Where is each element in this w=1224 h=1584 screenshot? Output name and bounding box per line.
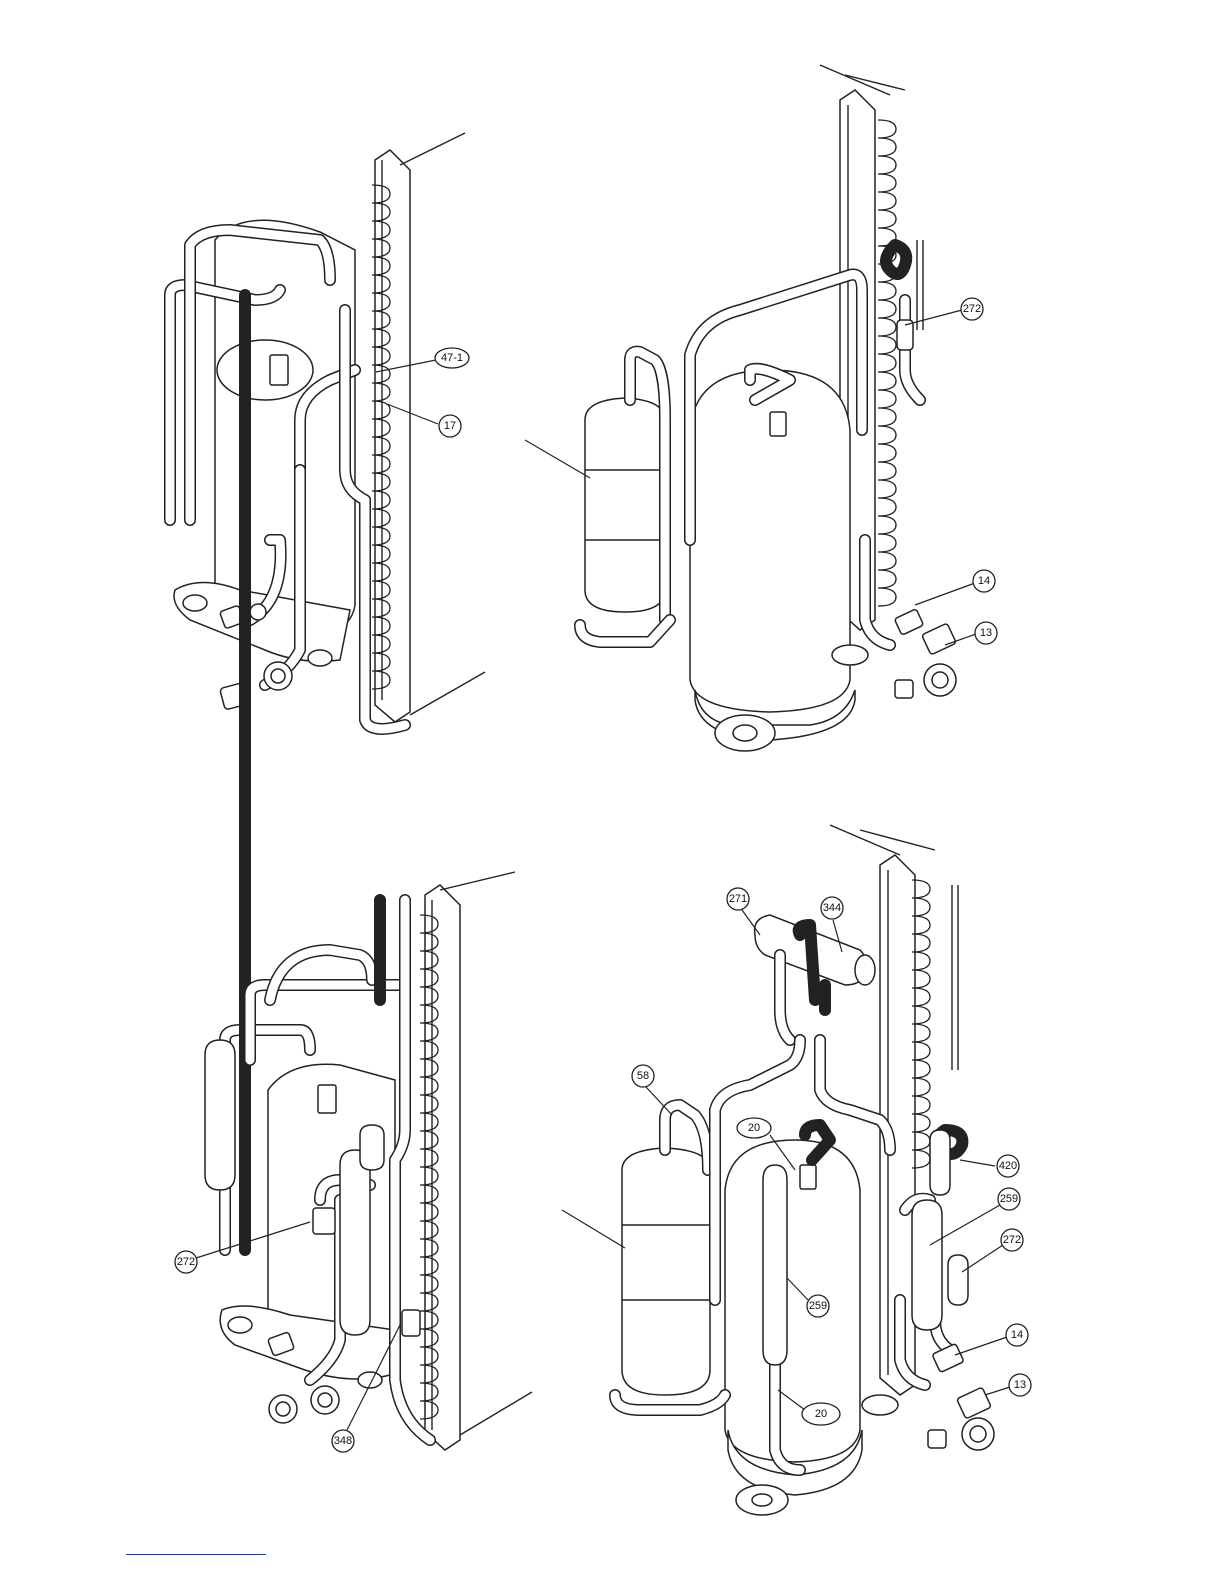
callout-label: 58 [637,1070,649,1082]
coil-return-bends [878,120,896,606]
callout-label: 348 [334,1435,352,1447]
figure-bottom-right: 271 344 58 20 420 259 272 259 14 [562,825,1031,1515]
callout-label: 271 [729,893,747,905]
callout-label: 272 [1003,1234,1021,1246]
callout-label: 20 [748,1122,760,1134]
compressor [690,370,868,751]
callout-label: 272 [963,303,981,315]
callout-label: 13 [1014,1379,1026,1391]
service-valves [928,1343,994,1450]
callout-label: 20 [815,1408,827,1420]
heat-exchanger-panel [420,872,532,1450]
callout-label: 420 [999,1160,1017,1172]
callouts-top-right: 272 14 13 [905,298,997,645]
callout-label: 47-1 [441,352,463,364]
accumulator [562,1148,710,1395]
footer-rule [126,1554,266,1555]
figure-top-right: 272 14 13 [525,65,997,751]
callout-label: 17 [444,420,456,432]
compressor [725,1140,898,1515]
callout-label: 344 [823,902,841,914]
callout-label: 13 [980,627,992,639]
figure-top-left: 47-1 17 [170,133,485,729]
heat-exchanger-panel [372,133,485,722]
callout-label: 14 [1011,1329,1023,1341]
callout-label: 259 [1000,1193,1018,1205]
callout-label: 14 [978,575,990,587]
callout-label: 259 [809,1300,827,1312]
callout-label: 272 [177,1256,195,1268]
accumulator [525,398,665,612]
four-way-valve [755,915,875,1040]
